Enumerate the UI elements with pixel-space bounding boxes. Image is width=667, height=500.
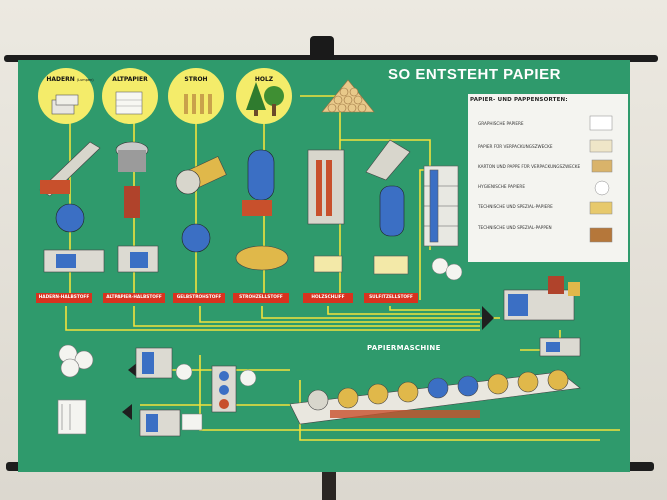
machine-col4 xyxy=(235,149,289,271)
paper-type-item: GRAPHISCHE PAPIERE xyxy=(478,121,524,126)
trees-icon xyxy=(246,82,284,116)
stand-post xyxy=(322,471,336,500)
machine-col1 xyxy=(39,141,105,273)
top-rod-hook xyxy=(310,36,334,62)
carton-icon xyxy=(591,159,613,173)
machine-col6 xyxy=(365,139,411,275)
paper-type-item: HYGIENISCHE PAPIERE xyxy=(478,184,525,189)
raw-material-label-altpapier: ALTPAPIER xyxy=(112,76,148,83)
machine-col3 xyxy=(175,156,227,253)
rag-bale-icon xyxy=(51,94,79,115)
calender-machine xyxy=(211,365,257,413)
pulp-label-sulfitzell: SULFITZELLSTOFF xyxy=(364,293,418,303)
raw-material-label-holz: HOLZ xyxy=(254,76,274,83)
pulp-label-gelbstroh: GELBSTROHSTOFF xyxy=(173,293,225,303)
flow-arrow-right xyxy=(482,306,494,330)
packaging-paper-icon xyxy=(589,139,613,153)
flow-arrow-left-lower xyxy=(122,404,132,420)
machine-col2 xyxy=(115,141,159,273)
paper-machine xyxy=(289,369,581,425)
raw-material-name: HADERN xyxy=(46,76,75,83)
poster-title: SO ENTSTEHT PAPIER xyxy=(388,66,561,83)
raw-material-label-hadern: HADERN (Lumpen) xyxy=(40,76,100,83)
machine-col5 xyxy=(307,149,345,273)
paper-type-item: TECHNISCHE UND SPEZIAL-PAPPEN xyxy=(478,225,552,230)
pulp-label-altpapier: ALTPAPIER-HALBSTOFF xyxy=(103,293,165,303)
pulp-label-holzschliff: HOLZSCHLIFF xyxy=(303,293,353,303)
flow-arrow-left-upper xyxy=(128,362,138,378)
refiner-machine xyxy=(539,337,581,357)
paper-type-icons xyxy=(589,115,613,243)
paper-bale-icon xyxy=(115,91,143,115)
pulp-label-strohzell: STROHZELLSTOFF xyxy=(233,293,289,303)
pulp-label-hadern: HADERN-HALBSTOFF xyxy=(36,293,92,303)
paper-types-heading: PAPIER- UND PAPPENSORTEN: xyxy=(470,97,568,103)
graphic-paper-icon xyxy=(589,115,613,131)
finished-sheets-icon xyxy=(57,399,87,435)
hygiene-paper-icon xyxy=(594,180,610,196)
finished-rolls-icon xyxy=(58,344,94,378)
straw-sheaf-icon xyxy=(184,94,212,114)
log-pile-icon xyxy=(321,79,375,113)
roll-cutter-machine xyxy=(135,347,193,381)
sheet-cutter-machine xyxy=(139,409,203,437)
paper-rolls-small xyxy=(431,257,463,281)
raw-material-note: (Lumpen) xyxy=(76,78,94,82)
special-board-icon xyxy=(589,227,613,243)
tower-structure xyxy=(423,165,459,247)
special-paper-icon xyxy=(589,201,613,215)
stock-prep-machine xyxy=(503,276,580,321)
paper-type-item: TECHNISCHE UND SPEZIAL-PAPIERE xyxy=(478,204,553,209)
paper-type-item: PAPIER FÜR VERPACKUNGSZWECKE xyxy=(478,144,553,149)
raw-material-label-stroh: STROH xyxy=(184,76,208,83)
flow-lines xyxy=(65,95,620,441)
paper-type-item: KARTON UND PAPPE FÜR VERPACKUNGSZWECKE xyxy=(478,164,581,169)
paper-machine-label: PAPIERMASCHINE xyxy=(367,344,441,352)
